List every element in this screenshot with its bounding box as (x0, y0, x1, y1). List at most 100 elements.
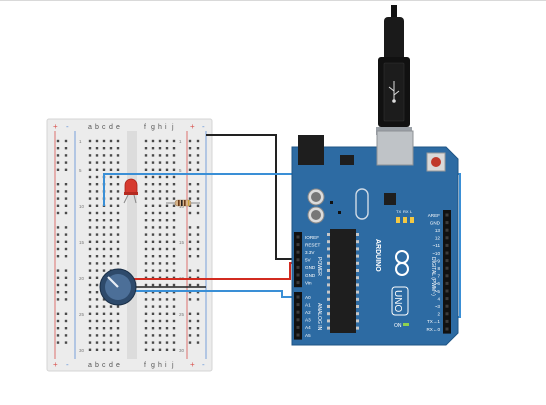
rail-hole[interactable] (188, 190, 192, 193)
rail-hole[interactable] (188, 154, 192, 157)
breadboard-hole[interactable] (144, 154, 148, 157)
breadboard-hole[interactable] (172, 154, 176, 157)
breadboard-hole[interactable] (158, 262, 162, 265)
wire-pot-a0[interactable] (112, 290, 296, 298)
breadboard-hole[interactable] (88, 168, 92, 171)
rail-hole[interactable] (196, 233, 200, 236)
rail-hole[interactable] (196, 312, 200, 315)
rail-hole[interactable] (196, 334, 200, 337)
breadboard-hole[interactable] (116, 233, 120, 236)
rail-hole[interactable] (196, 247, 200, 251)
rail-hole[interactable] (56, 334, 60, 337)
breadboard-hole[interactable] (102, 147, 106, 150)
rail-hole[interactable] (196, 276, 200, 279)
breadboard-hole[interactable] (109, 154, 113, 157)
breadboard-hole[interactable] (109, 233, 113, 236)
breadboard-hole[interactable] (88, 255, 92, 258)
breadboard-hole[interactable] (158, 161, 162, 164)
breadboard-holes[interactable] (56, 139, 200, 351)
rail-hole[interactable] (196, 139, 200, 143)
breadboard-hole[interactable] (144, 298, 148, 301)
breadboard-hole[interactable] (109, 139, 113, 143)
header-pin[interactable] (296, 265, 300, 269)
breadboard-hole[interactable] (88, 240, 92, 243)
rail-hole[interactable] (56, 247, 60, 251)
breadboard-hole[interactable] (95, 298, 99, 301)
breadboard-hole[interactable] (95, 291, 99, 294)
rail-hole[interactable] (64, 327, 68, 330)
breadboard-hole[interactable] (88, 147, 92, 150)
breadboard-hole[interactable] (116, 312, 120, 315)
rail-hole[interactable] (188, 147, 192, 150)
breadboard-hole[interactable] (172, 291, 176, 294)
rail-hole[interactable] (56, 197, 60, 200)
header-pin[interactable] (445, 319, 449, 323)
breadboard-hole[interactable] (165, 334, 169, 337)
rail-hole[interactable] (64, 211, 68, 215)
rail-hole[interactable] (64, 190, 68, 193)
rail-hole[interactable] (64, 240, 68, 243)
breadboard-hole[interactable] (151, 247, 155, 251)
breadboard-hole[interactable] (151, 154, 155, 157)
breadboard-hole[interactable] (88, 269, 92, 272)
breadboard-hole[interactable] (144, 183, 148, 186)
breadboard-hole[interactable] (88, 334, 92, 337)
breadboard-hole[interactable] (88, 276, 92, 279)
rail-hole[interactable] (196, 147, 200, 150)
rail-hole[interactable] (188, 168, 192, 171)
breadboard-hole[interactable] (144, 305, 148, 308)
breadboard-hole[interactable] (172, 348, 176, 351)
rail-hole[interactable] (64, 233, 68, 236)
breadboard-hole[interactable] (95, 183, 99, 186)
breadboard-hole[interactable] (158, 334, 162, 337)
breadboard-hole[interactable] (109, 190, 113, 193)
rail-hole[interactable] (188, 240, 192, 243)
breadboard-hole[interactable] (144, 247, 148, 251)
breadboard-hole[interactable] (102, 319, 106, 323)
breadboard-hole[interactable] (109, 168, 113, 171)
rail-hole[interactable] (64, 247, 68, 251)
breadboard-hole[interactable] (95, 327, 99, 330)
rail-hole[interactable] (188, 247, 192, 251)
breadboard-hole[interactable] (102, 305, 106, 308)
rail-hole[interactable] (188, 283, 192, 287)
breadboard-hole[interactable] (151, 283, 155, 287)
breadboard-hole[interactable] (88, 204, 92, 207)
breadboard-hole[interactable] (116, 139, 120, 143)
breadboard-hole[interactable] (144, 262, 148, 265)
breadboard-hole[interactable] (88, 154, 92, 157)
breadboard-hole[interactable] (116, 341, 120, 344)
breadboard-hole[interactable] (109, 161, 113, 164)
breadboard-hole[interactable] (144, 269, 148, 272)
breadboard-hole[interactable] (151, 168, 155, 171)
breadboard-hole[interactable] (158, 211, 162, 215)
breadboard-hole[interactable] (172, 319, 176, 323)
breadboard-hole[interactable] (144, 168, 148, 171)
breadboard-hole[interactable] (102, 348, 106, 351)
breadboard-hole[interactable] (95, 305, 99, 308)
rail-hole[interactable] (64, 204, 68, 207)
breadboard-hole[interactable] (151, 233, 155, 236)
header-pin[interactable] (445, 221, 449, 225)
rail-hole[interactable] (196, 341, 200, 344)
rail-hole[interactable] (188, 161, 192, 164)
header-pin[interactable] (445, 243, 449, 247)
breadboard-hole[interactable] (165, 305, 169, 308)
breadboard-hole[interactable] (109, 341, 113, 344)
breadboard-hole[interactable] (102, 226, 106, 229)
breadboard-hole[interactable] (165, 226, 169, 229)
rail-hole[interactable] (188, 255, 192, 258)
breadboard-hole[interactable] (95, 161, 99, 164)
breadboard-hole[interactable] (172, 219, 176, 222)
breadboard-hole[interactable] (165, 219, 169, 222)
breadboard-hole[interactable] (158, 240, 162, 243)
rail-hole[interactable] (64, 312, 68, 315)
rail-hole[interactable] (64, 283, 68, 287)
rail-hole[interactable] (56, 327, 60, 330)
rail-hole[interactable] (56, 283, 60, 287)
